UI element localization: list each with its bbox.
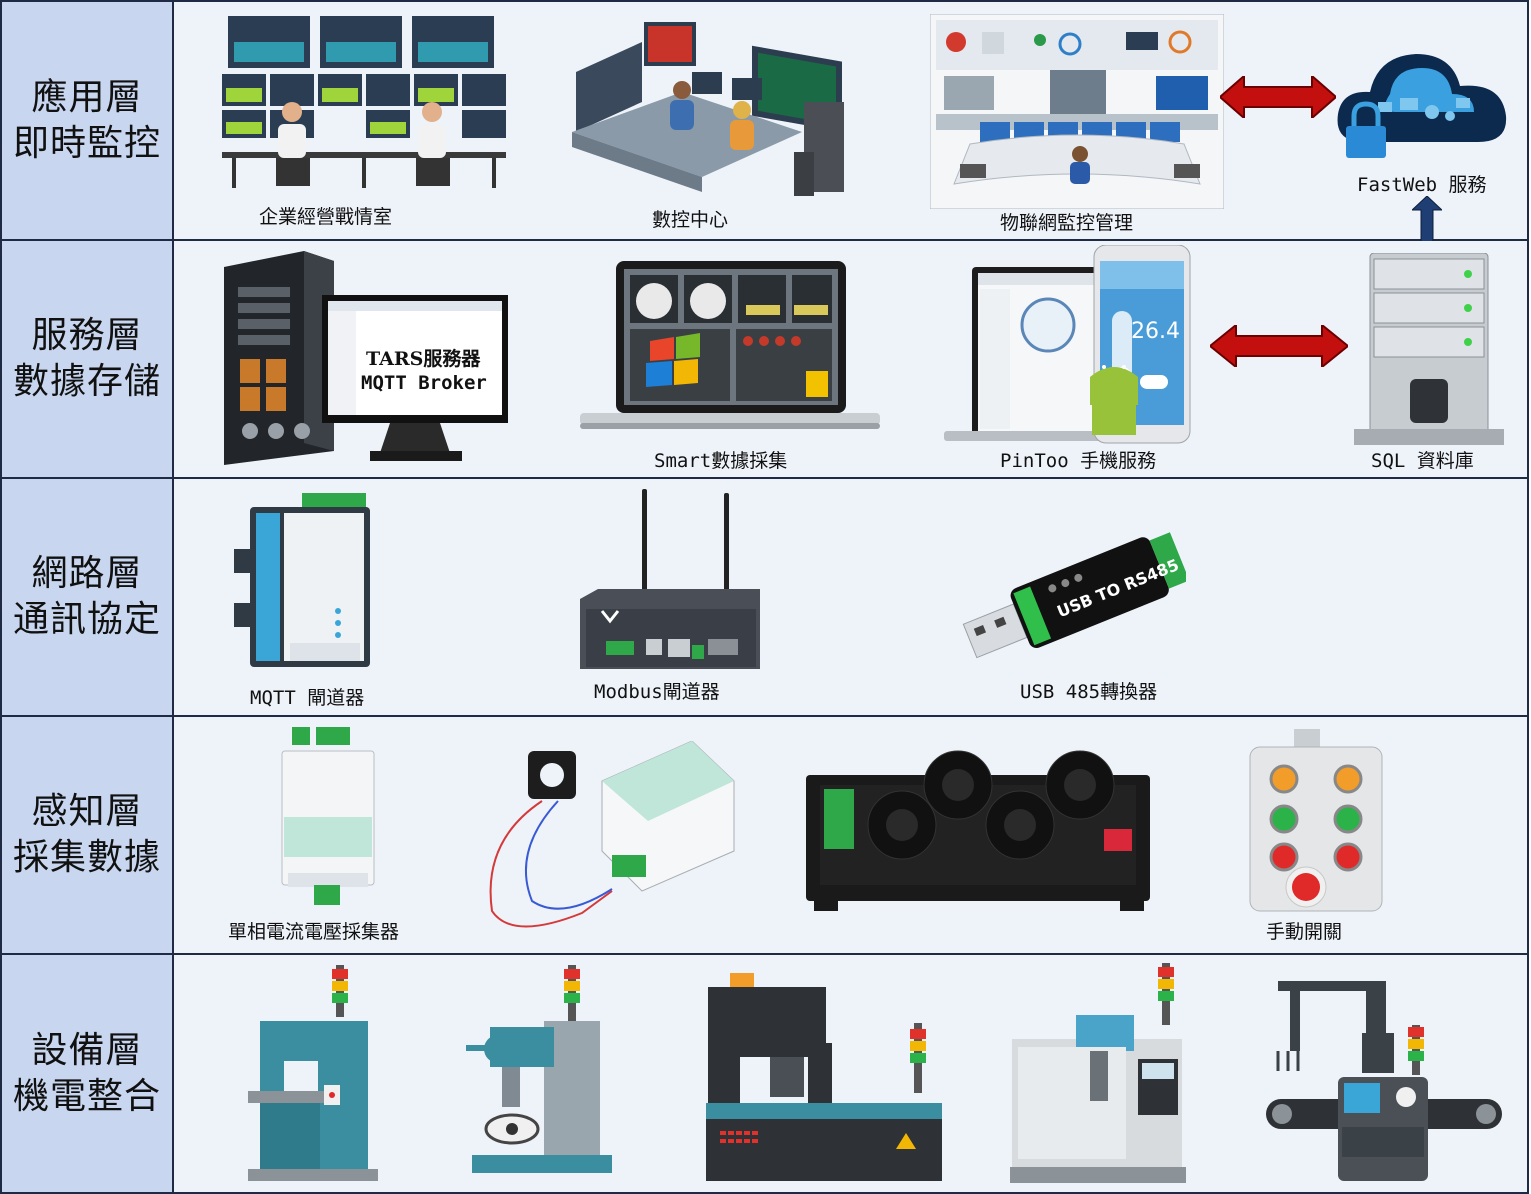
drill-press-machine-illustration xyxy=(462,965,622,1185)
phone-reading: 26.4 xyxy=(1131,319,1180,344)
layer-name: 網路層 xyxy=(31,553,143,594)
item-label: SQL 資料庫 xyxy=(1371,450,1474,472)
cloud-icon xyxy=(1334,32,1512,166)
layer-subtitle: 通訊協定 xyxy=(12,599,161,640)
current-transformer-illustration xyxy=(472,741,742,941)
item-label: 單相電流電壓採集器 xyxy=(228,921,400,943)
layer-title: 網路層 通訊協定 xyxy=(2,479,174,715)
layer-name: 服務層 xyxy=(31,315,143,356)
smart-laptop-illustration xyxy=(580,261,880,436)
vertical-double-arrow-icon xyxy=(1412,196,1442,256)
item-label: PinToo 手機服務 xyxy=(1000,450,1157,472)
item-label: 數控中心 xyxy=(652,209,729,231)
server-screen-line1: TARS服務器 xyxy=(366,348,481,370)
item-label: 物聯網監控管理 xyxy=(1000,212,1134,234)
layer-name: 設備層 xyxy=(31,1029,143,1071)
double-arrow-icon xyxy=(1210,325,1348,367)
layer-equipment: 設備層 機電整合 xyxy=(0,955,1529,1194)
double-arrow-icon xyxy=(1220,76,1336,118)
multi-channel-current-board-illustration xyxy=(806,745,1152,913)
item-label: Modbus閘道器 xyxy=(594,681,720,703)
layer-perception: 感知層 採集數據 xyxy=(0,717,1529,955)
item-label: USB 485轉換器 xyxy=(1020,681,1158,703)
usb-485-converter-illustration: USB TO RS485 xyxy=(960,519,1186,669)
pintoo-device-illustration xyxy=(944,245,1194,450)
layer-title: 應用層 即時監控 xyxy=(2,2,174,239)
layer-name: 感知層 xyxy=(31,791,143,832)
robot-arm-machine-illustration xyxy=(1262,967,1506,1187)
item-label: MQTT 閘道器 xyxy=(250,687,365,709)
item-label: Smart數據採集 xyxy=(654,450,788,472)
server-screen-line2: MQTT Broker xyxy=(361,372,487,394)
war-room-illustration xyxy=(222,12,512,197)
layer-subtitle: 數據存儲 xyxy=(12,361,161,402)
machining-center-illustration xyxy=(1010,963,1190,1187)
layer-subtitle: 機電整合 xyxy=(12,1075,161,1117)
layer-title: 服務層 數據存儲 xyxy=(2,241,174,477)
server-tower-illustration xyxy=(204,247,514,467)
layer-name: 應用層 xyxy=(31,76,143,118)
band-saw-machine-illustration xyxy=(248,965,380,1185)
control-center-illustration xyxy=(572,12,862,197)
database-server-icon xyxy=(1354,253,1504,448)
mqtt-gateway-illustration xyxy=(234,493,374,671)
layer-application: 應用層 即時監控 xyxy=(0,0,1529,256)
layer-network: 網路層 通訊協定 MQTT 閘道器 xyxy=(0,479,1529,717)
item-label: 手動開關 xyxy=(1266,921,1343,943)
current-voltage-collector-illustration xyxy=(278,725,378,915)
iot-management-illustration xyxy=(930,14,1224,209)
layer-subtitle: 即時監控 xyxy=(12,122,161,164)
modbus-gateway-illustration xyxy=(580,489,766,675)
cnc-machine-illustration xyxy=(706,973,946,1185)
layer-title: 感知層 採集數據 xyxy=(2,717,174,953)
manual-switch-box-illustration xyxy=(1246,729,1386,915)
layer-title: 設備層 機電整合 xyxy=(2,955,174,1192)
item-label: FastWeb 服務 xyxy=(1357,174,1487,196)
layer-subtitle: 採集數據 xyxy=(12,837,161,878)
layer-service: 服務層 數據存儲 TARS服務器 xyxy=(0,241,1529,479)
item-label: 企業經營戰情室 xyxy=(259,206,393,228)
